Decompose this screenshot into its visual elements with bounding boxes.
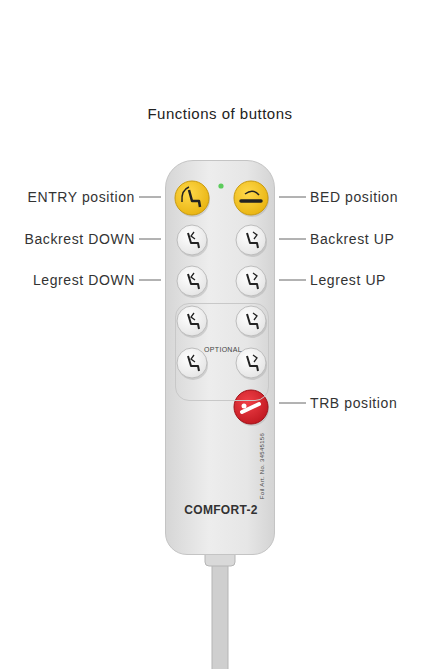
remote-button <box>177 266 208 298</box>
remote-button <box>236 225 267 257</box>
label-wrap: Legrest DOWN <box>33 271 135 289</box>
callout-label: Legrest DOWN <box>33 272 135 288</box>
remote-button <box>177 225 208 257</box>
leader-line <box>279 403 306 404</box>
leader-line <box>139 280 161 281</box>
leader-line <box>139 239 161 240</box>
label-wrap: ENTRY position <box>28 188 136 206</box>
callout-label: Legrest UP <box>310 272 386 288</box>
callout-label: BED position <box>310 189 398 205</box>
callout-label: ENTRY position <box>28 189 136 205</box>
leader-line <box>279 239 306 240</box>
model-name: COMFORT-2 <box>184 503 257 517</box>
remote-button <box>175 181 210 217</box>
text-wrap: OPTIONAL <box>176 338 270 356</box>
remote-button <box>236 266 267 298</box>
callout-label: Backrest UP <box>310 231 394 247</box>
group-label: OPTIONAL <box>204 346 242 353</box>
leader-line <box>139 197 161 198</box>
article-number: Foil Art. No. 34545156 <box>259 433 265 499</box>
remote-button <box>236 306 267 338</box>
remote-button <box>177 306 208 338</box>
label-wrap: Backrest DOWN <box>25 230 135 248</box>
text-wrap: Foil Art. No. 34545156 <box>250 421 268 511</box>
leader-line <box>279 197 306 198</box>
status-led <box>218 183 223 188</box>
callout-label: Backrest DOWN <box>25 231 135 247</box>
label-wrap: Legrest UP <box>310 271 386 289</box>
label-wrap: BED position <box>310 188 398 206</box>
remote-button <box>234 181 269 217</box>
optional-group: OPTIONAL <box>175 303 269 401</box>
callout-label: TRB position <box>310 395 397 411</box>
remote-housing: Foil Art. No. 34545156COMFORT-2 OPTIONAL <box>165 160 275 555</box>
remote-button <box>177 348 208 380</box>
remote-button <box>234 390 269 426</box>
label-wrap: Backrest UP <box>310 230 394 248</box>
title-wrap: Functions of buttons <box>0 105 440 123</box>
label-wrap: TRB position <box>310 394 397 412</box>
title: Functions of buttons <box>147 105 292 122</box>
leader-line <box>279 280 306 281</box>
text-wrap: COMFORT-2 <box>166 500 276 518</box>
